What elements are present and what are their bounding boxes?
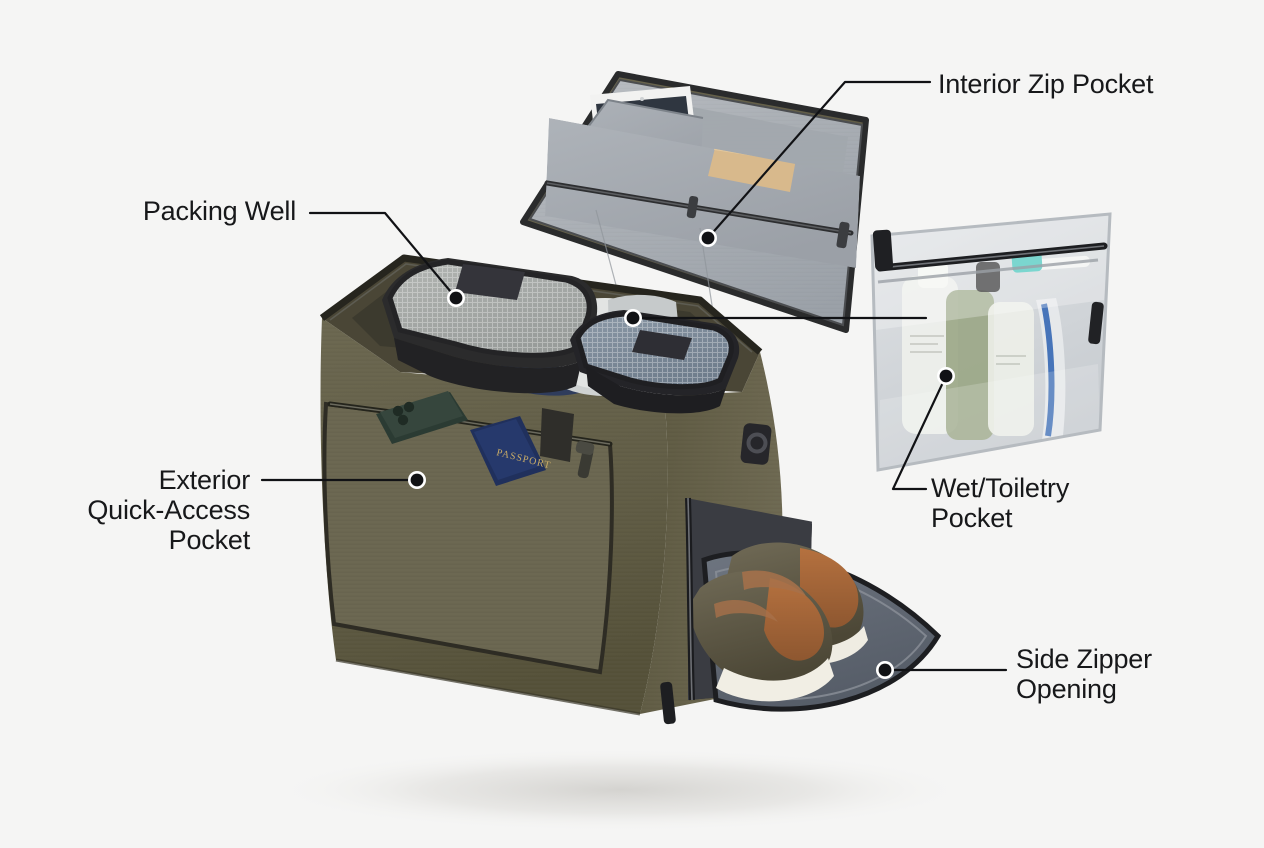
zipper-pull-pocket [575, 441, 595, 479]
callout-label-interior-zip-pocket: Interior Zip Pocket [938, 69, 1154, 99]
smartphone [376, 391, 468, 444]
callout-label-wet-toiletry-pocket: Wet/Toiletry Pocket [931, 473, 1070, 533]
callout-label-packing-well: Packing Well [142, 196, 296, 226]
zipper-pull-side [660, 681, 676, 725]
wet-toiletry-pouch [870, 212, 1112, 472]
callout-label-exterior-quick-access-pocket: Exterior Quick-Access Pocket [87, 465, 250, 555]
passport: PASSPORT [470, 416, 552, 486]
packing-cube-grey [382, 258, 598, 394]
drop-shadow [270, 748, 970, 832]
exterior-quick-access-pocket: PASSPORT [322, 391, 614, 675]
packing-cube-blue [570, 310, 740, 414]
side-zipper-opening [660, 497, 942, 725]
callout-label-side-zipper-opening: Side Zipper Opening [1016, 644, 1152, 704]
shoes [689, 542, 868, 702]
d-ring-hardware [740, 423, 772, 465]
